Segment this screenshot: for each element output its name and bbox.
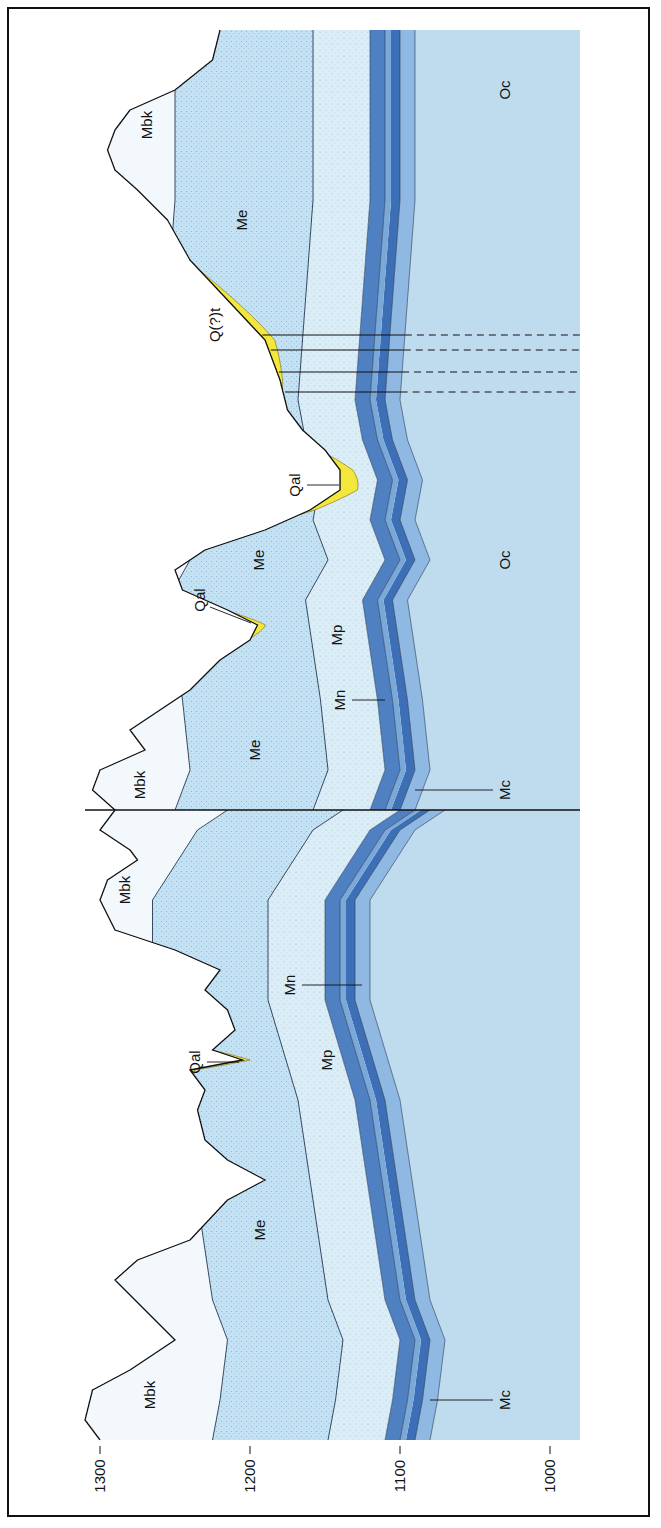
elevation-label: 1300 — [92, 1459, 108, 1492]
leader-line — [302, 985, 362, 986]
inferred-fault — [401, 392, 580, 393]
contact-line — [370, 810, 445, 1440]
contact-line — [355, 810, 430, 1440]
unit-label: Mbk — [117, 876, 133, 904]
unit-label: Mbk — [132, 771, 148, 799]
unit-label: Mn — [282, 975, 298, 996]
unit-label: Mc — [497, 1390, 513, 1410]
leader-line — [307, 485, 339, 486]
unit-label: Me — [247, 740, 263, 761]
unit-label: Mbk — [142, 1381, 158, 1409]
unit-label: Me — [251, 550, 267, 571]
elevation-label: 1100 — [392, 1460, 408, 1492]
unit-label: Mc — [497, 780, 513, 800]
mbk-layer — [0, 30, 190, 810]
mbk-layer — [0, 810, 228, 1440]
leader-line — [352, 700, 385, 701]
contact-line — [325, 810, 400, 1440]
ground-surface — [85, 30, 340, 1440]
contact-line — [355, 30, 385, 810]
unit-label: Qal — [192, 588, 208, 611]
unit-label: Oc — [497, 80, 513, 99]
unit-label: Me — [252, 1220, 268, 1241]
unit-label: Qal — [287, 473, 303, 496]
inferred-fault — [404, 350, 580, 351]
scale-tick — [100, 1446, 101, 1454]
inferred-fault — [405, 335, 580, 336]
unit-label: Mbk — [139, 111, 155, 139]
unit-label: Mp — [319, 1050, 335, 1071]
contact-line — [268, 810, 343, 1440]
alluvium-deposit — [199, 270, 282, 390]
leader-line — [415, 790, 493, 791]
contact-line — [153, 810, 228, 1440]
scale-tick — [250, 1446, 251, 1454]
fault-line — [262, 335, 405, 336]
leader-line — [210, 607, 251, 623]
fault-line — [285, 392, 401, 393]
alluvium-deposit — [232, 612, 266, 638]
contact-line — [340, 810, 415, 1440]
unit-label: Oc — [497, 550, 513, 569]
unit-label: Mp — [329, 625, 345, 646]
contact-line — [400, 30, 430, 810]
unit-label: Q(?)t — [207, 308, 223, 342]
contact-line — [385, 30, 415, 810]
fault-line — [279, 372, 402, 373]
inferred-fault — [402, 372, 580, 373]
oc-layer — [400, 30, 580, 810]
leader-line — [207, 1062, 239, 1063]
elevation-label: 1000 — [542, 1459, 558, 1492]
fault-line — [271, 350, 404, 351]
leader-line — [430, 1400, 493, 1401]
unit-label: Mn — [332, 690, 348, 711]
elevation-label: 1200 — [242, 1459, 258, 1492]
unit-label: Qal — [187, 1050, 203, 1073]
fault-line — [85, 809, 580, 811]
contact-line — [298, 30, 328, 810]
scale-tick — [550, 1446, 551, 1454]
scale-tick — [400, 1446, 401, 1454]
contact-line — [370, 30, 400, 810]
unit-label: Me — [234, 210, 250, 231]
alluvium-deposit — [299, 455, 358, 515]
